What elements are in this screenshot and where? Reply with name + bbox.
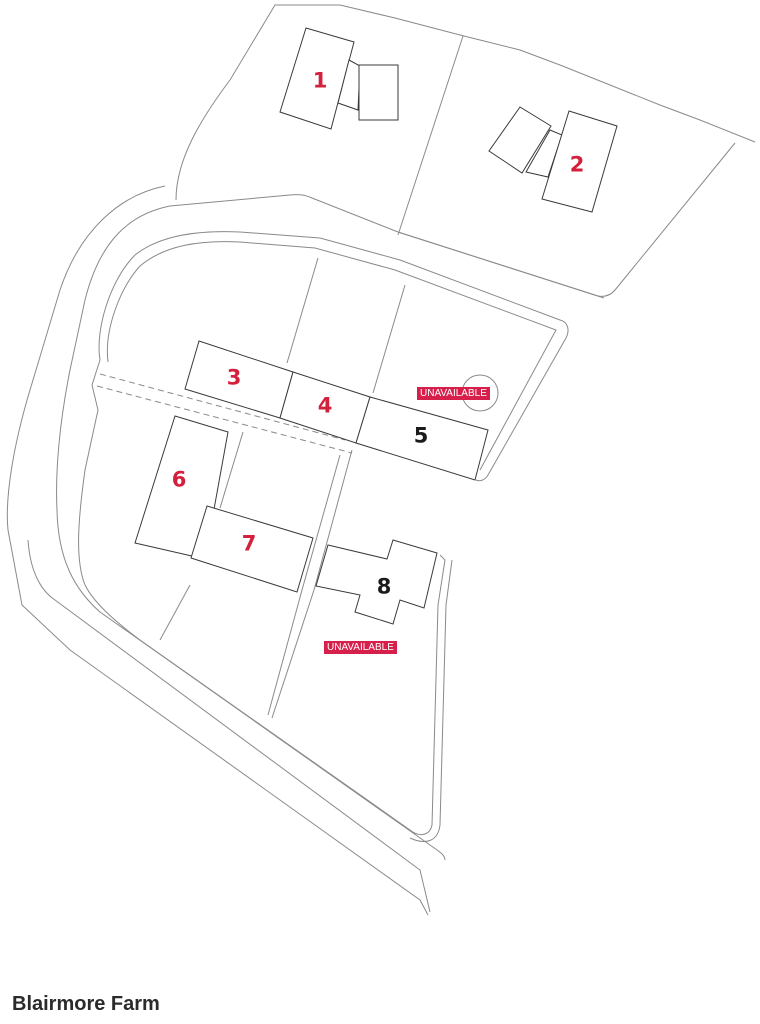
inner-west-edge <box>78 359 446 836</box>
plot-8-label[interactable]: 8 <box>376 574 392 599</box>
unavailable-badge-plot-5: UNAVAILABLE <box>417 387 490 400</box>
north-boundary <box>175 4 756 201</box>
plot-5-label[interactable]: 5 <box>413 423 429 448</box>
building-plot-1-main <box>279 27 355 130</box>
inner-boundary <box>98 231 569 482</box>
inner-boundary-2 <box>106 241 557 471</box>
building-plot-7 <box>190 505 314 593</box>
plot-7-label[interactable]: 7 <box>241 531 257 556</box>
road-edge-2 <box>27 539 431 913</box>
building-plot-2-annex <box>488 106 552 174</box>
road-inner-edge <box>56 194 605 861</box>
divider-7-8-b <box>271 449 353 719</box>
building-plot-8 <box>315 539 438 625</box>
plot-1-2-divider <box>397 35 464 236</box>
plot-4-label[interactable]: 4 <box>317 393 333 418</box>
plot-8-east-edge <box>409 559 453 842</box>
building-plot-2-link <box>525 129 563 178</box>
road-outer-edge <box>6 185 429 916</box>
divider-7-8 <box>267 454 341 716</box>
plot-3-label[interactable]: 3 <box>226 365 242 390</box>
access-path-south <box>96 385 353 454</box>
site-title: Blairmore Farm <box>12 993 160 1015</box>
building-plot-1-link <box>337 59 361 111</box>
divider-6-7-south <box>159 584 191 641</box>
plot-2-label[interactable]: 2 <box>569 152 585 177</box>
divider-3-4-north <box>286 257 319 364</box>
plot-6-label[interactable]: 6 <box>171 467 187 492</box>
access-path-north <box>99 373 346 441</box>
building-plot-5 <box>355 396 489 481</box>
unavailable-badge-plot-8: UNAVAILABLE <box>324 641 397 654</box>
divider-4-5-north <box>372 284 406 394</box>
building-plot-2-main <box>541 110 618 213</box>
divider-6-7-north <box>219 431 244 509</box>
plot-1-label[interactable]: 1 <box>312 68 328 93</box>
building-plot-1-annex <box>358 64 399 121</box>
